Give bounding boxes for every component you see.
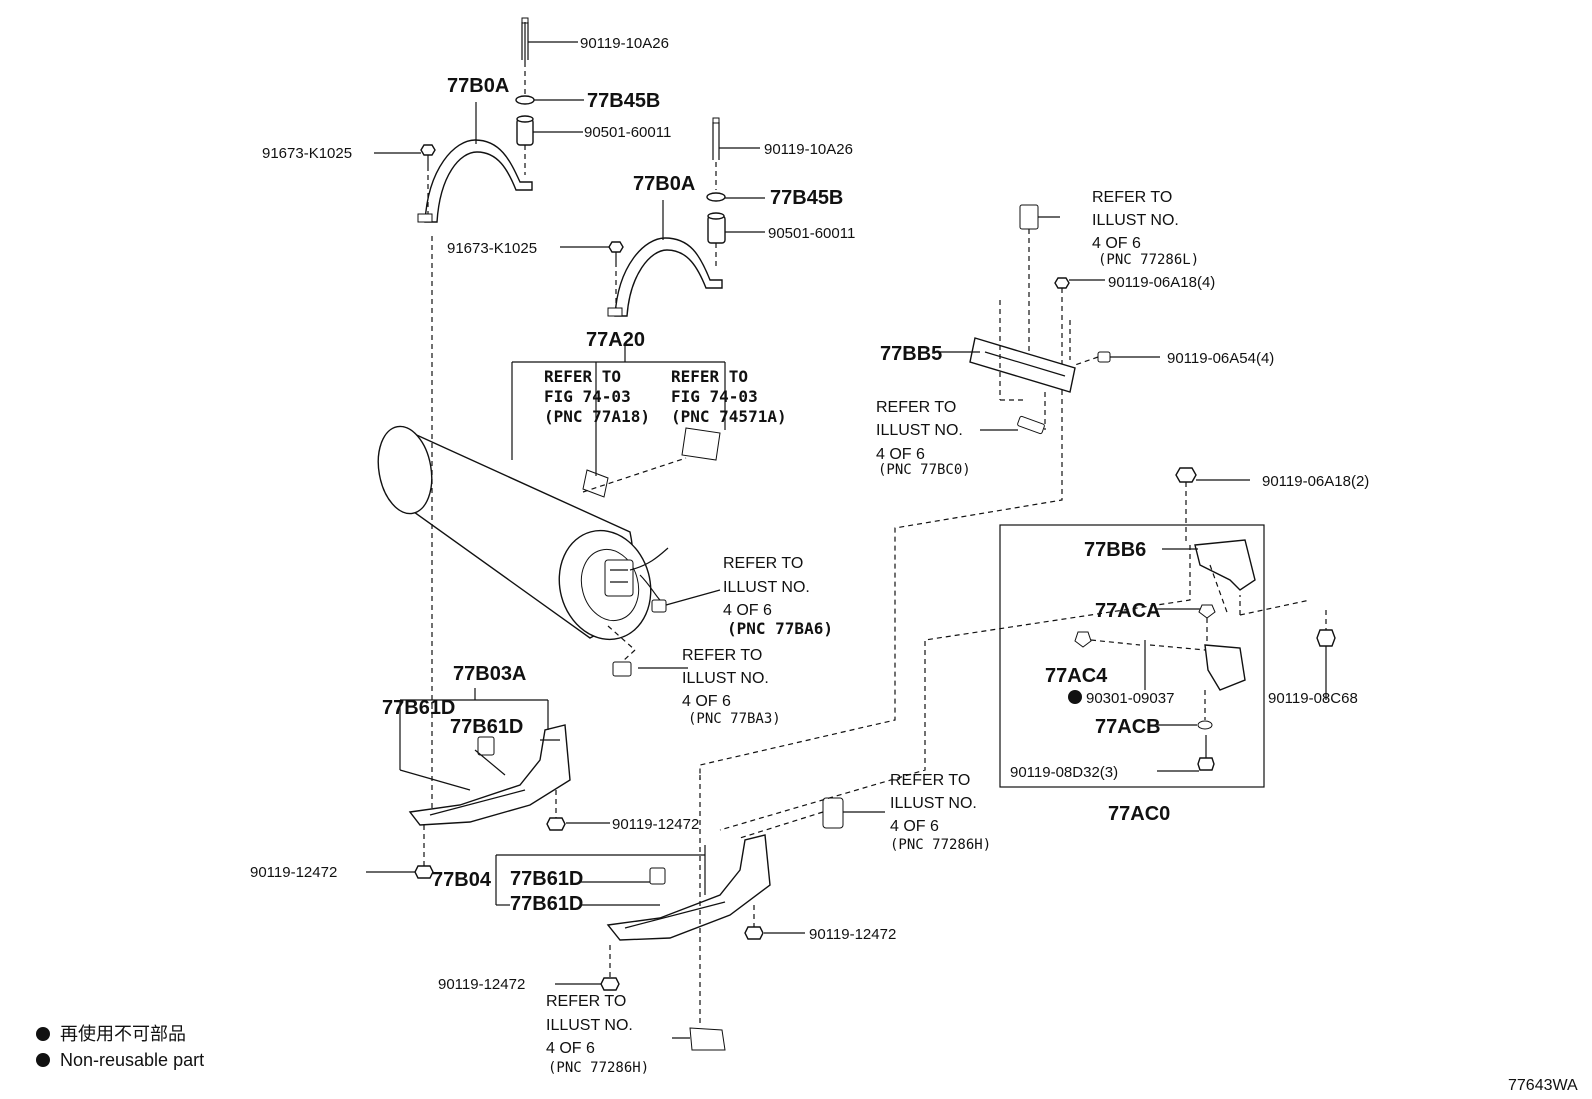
svg-text:REFER TO: REFER TO [890,772,970,789]
svg-text:REFER TO: REFER TO [671,367,748,386]
bracket-77bb5-assembly [969,204,1160,435]
ref-note-77ba3: REFER TO ILLUST NO. 4 OF 6 (PNC 77BA3) [682,647,781,727]
svg-text:ILLUST NO.: ILLUST NO. [890,795,977,812]
svg-text:REFER TO: REFER TO [546,993,626,1010]
svg-text:4 OF 6: 4 OF 6 [1092,235,1141,252]
label-90119-06a18-2: 90119-06A18(2) [1262,473,1369,490]
ref-note-77286h-bottom: REFER TO ILLUST NO. 4 OF 6 (PNC 77286H) [546,993,649,1076]
label-77b0a-top: 77B0A [447,75,509,97]
figure-code: 77643WA [1508,1077,1578,1094]
label-90119-08c68: 90119-08C68 [1268,690,1358,707]
ref-note-77a18: REFER TO FIG 74-03 (PNC 77A18) [544,367,650,426]
label-77b0a-mid: 77B0A [633,173,695,195]
ref-note-77286l: REFER TO ILLUST NO. 4 OF 6 (PNC 77286L) [1092,189,1199,268]
label-90119-08d32-3: 90119-08D32(3) [1010,764,1118,781]
svg-text:ILLUST NO.: ILLUST NO. [1092,212,1179,229]
svg-text:FIG 74-03: FIG 74-03 [544,387,631,406]
assembly-box-77ac0 [999,467,1336,788]
label-90119-12472-a: 90119-12472 [612,816,699,833]
svg-text:(PNC 77286L): (PNC 77286L) [1098,252,1199,268]
svg-text:REFER TO: REFER TO [876,399,956,416]
label-77b04: 77B04 [432,869,492,891]
svg-text:ILLUST NO.: ILLUST NO. [546,1017,633,1034]
legend-line-english: Non-reusable part [60,1050,204,1070]
svg-text:ILLUST NO.: ILLUST NO. [876,422,963,439]
svg-text:4 OF 6: 4 OF 6 [682,693,731,710]
label-77b03a: 77B03A [453,663,526,685]
svg-text:REFER TO: REFER TO [1092,189,1172,206]
label-77b45b-top: 77B45B [587,90,660,112]
ref-note-74571a: REFER TO FIG 74-03 (PNC 74571A) [671,367,787,426]
label-90119-06a18-4: 90119-06A18(4) [1108,274,1215,291]
svg-text:(PNC 77BA3): (PNC 77BA3) [688,711,781,727]
label-90119-10a26-mid: 90119-10A26 [764,141,853,158]
svg-text:REFER TO: REFER TO [723,555,803,572]
label-77ac0: 77AC0 [1108,803,1170,825]
reference-notes: REFER TO ILLUST NO. 4 OF 6 (PNC 77286L) … [544,189,1199,1076]
svg-text:(PNC 77286H): (PNC 77286H) [548,1060,649,1076]
svg-text:4 OF 6: 4 OF 6 [546,1040,595,1057]
svg-text:4 OF 6: 4 OF 6 [876,446,925,463]
legend: 再使用不可部品 Non-reusable part [36,1024,204,1070]
label-77b61d-right-2: 77B61D [510,893,583,915]
label-77aca: 77ACA [1095,600,1161,622]
svg-text:ILLUST NO.: ILLUST NO. [682,670,769,687]
label-90119-12472-b: 90119-12472 [250,864,337,881]
svg-text:(PNC 74571A): (PNC 74571A) [671,407,787,426]
label-90501-60011-mid: 90501-60011 [768,225,855,242]
ref-note-77bc0: REFER TO ILLUST NO. 4 OF 6 (PNC 77BC0) [876,399,971,478]
svg-text:(PNC 77BA6): (PNC 77BA6) [727,619,833,638]
fuel-tank [377,425,721,677]
label-90119-12472-c: 90119-12472 [809,926,896,943]
legend-line-japanese: 再使用不可部品 [60,1024,186,1044]
non-reusable-legend-icon [36,1027,50,1041]
non-reusable-marker-icon [1068,690,1082,704]
svg-text:4 OF 6: 4 OF 6 [890,818,939,835]
label-77bb5: 77BB5 [880,343,942,365]
svg-text:(PNC 77286H): (PNC 77286H) [890,837,991,853]
label-90501-60011-top: 90501-60011 [584,124,671,141]
bracket-77b04-assembly [495,775,885,1051]
non-reusable-legend-icon-2 [36,1053,50,1067]
part-labels: 90119-10A26 77B0A 77B45B 90501-60011 916… [250,35,1369,993]
label-77b61d-left-2: 77B61D [450,716,523,738]
label-77bb6: 77BB6 [1084,539,1146,561]
svg-text:(PNC 77BC0): (PNC 77BC0) [878,462,971,478]
label-91673-k1025-mid: 91673-K1025 [447,240,537,257]
leader-lines [374,41,1250,481]
label-77b61d-right: 77B61D [510,868,583,890]
svg-text:4 OF 6: 4 OF 6 [723,602,772,619]
label-90119-10a26-top: 90119-10A26 [580,35,669,52]
label-77ac4: 77AC4 [1045,665,1108,687]
ref-note-77ba6: REFER TO ILLUST NO. 4 OF 6 (PNC 77BA6) [723,555,833,638]
svg-text:REFER TO: REFER TO [544,367,621,386]
label-90301-09037: 90301-09037 [1086,690,1174,707]
svg-text:ILLUST NO.: ILLUST NO. [723,579,810,596]
label-77b61d-left: 77B61D [382,697,455,719]
ref-note-77286h-right: REFER TO ILLUST NO. 4 OF 6 (PNC 77286H) [890,772,991,853]
label-77b45b-mid: 77B45B [770,187,843,209]
label-90119-12472-d: 90119-12472 [438,976,525,993]
dashed-connectors [699,390,1191,831]
label-90119-06a54-4: 90119-06A54(4) [1167,350,1274,367]
svg-text:(PNC 77A18): (PNC 77A18) [544,407,650,426]
label-77acb: 77ACB [1095,716,1161,738]
svg-text:REFER TO: REFER TO [682,647,762,664]
strap-assembly-2 [607,117,726,317]
svg-text:FIG 74-03: FIG 74-03 [671,387,758,406]
callout-77a20-bracket [511,346,726,476]
bracket-77b03a-assembly [366,236,610,879]
label-91673-k1025-top: 91673-K1025 [262,145,352,162]
label-77a20: 77A20 [586,329,645,351]
